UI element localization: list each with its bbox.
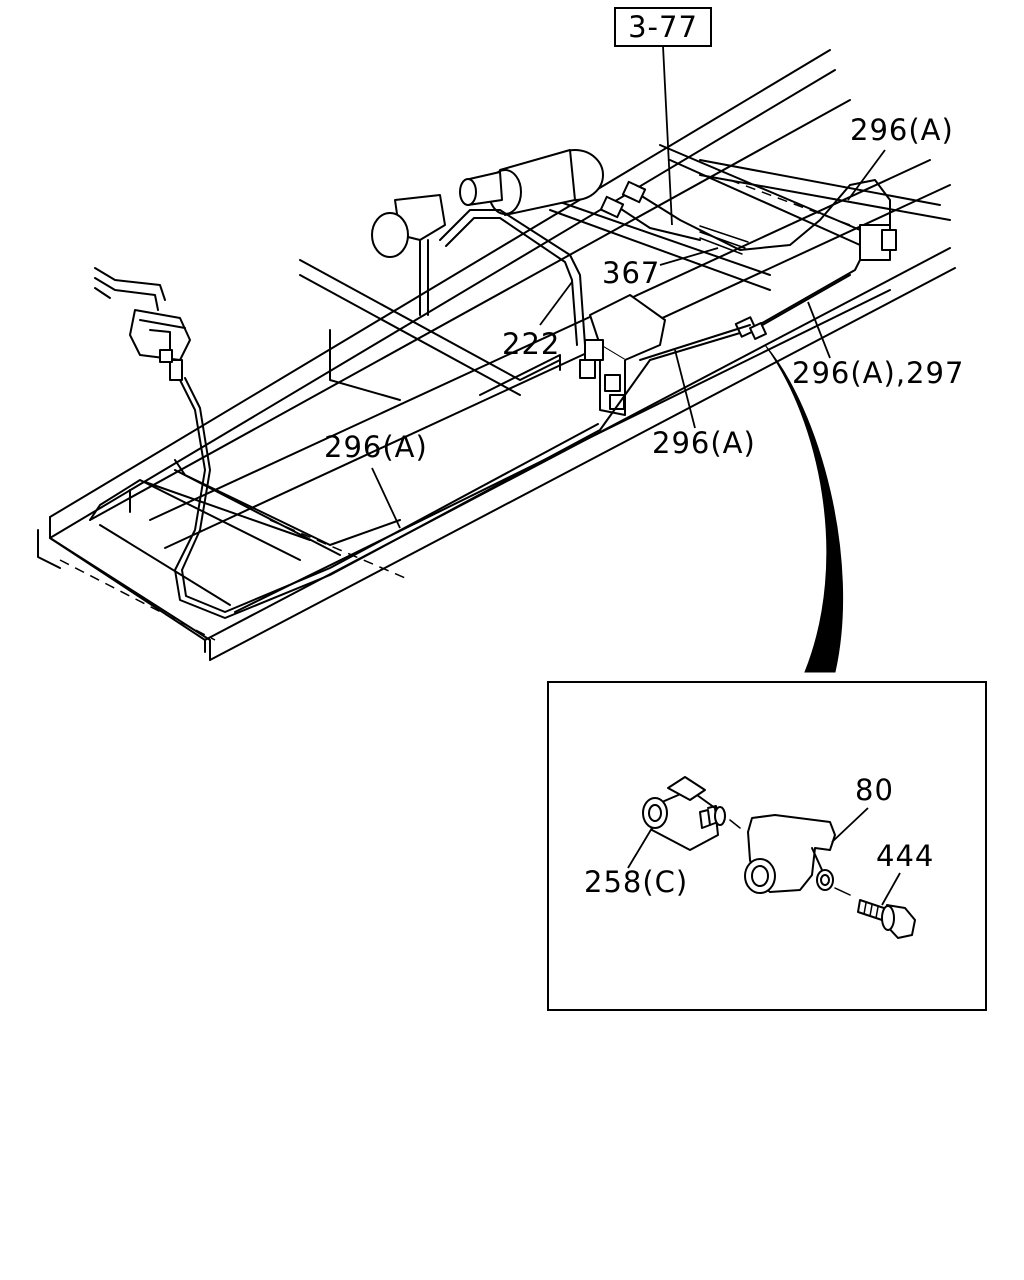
callout-258c: 258(C) [584, 865, 688, 899]
air-tank-assembly [371, 149, 604, 316]
leader-296a-top [847, 149, 886, 201]
bolt-444 [857, 899, 916, 939]
reference-box-label: 3-77 [628, 10, 698, 44]
reference-leader [662, 45, 673, 226]
leader-80 [831, 807, 869, 843]
pipe-296a-main [174, 259, 861, 619]
hose-367 [599, 179, 897, 261]
callout-296a-297: 296(A),297 [792, 356, 964, 390]
leader-296a-297 [807, 301, 831, 359]
valve-bracket [579, 294, 666, 416]
detail-inset: 80 444 258(C) [547, 681, 987, 1011]
callout-222: 222 [502, 327, 560, 361]
leader-258c [627, 827, 653, 869]
pipe-222 [439, 209, 586, 346]
leader-444 [881, 872, 901, 906]
callout-444: 444 [876, 839, 934, 873]
reference-box [614, 7, 712, 47]
callout-80: 80 [855, 773, 894, 807]
callout-367: 367 [602, 256, 660, 290]
callout-296a-mid: 296(A) [652, 426, 756, 460]
leader-222 [539, 281, 573, 326]
zoom-pointer-arrow [764, 344, 844, 673]
callout-296a-left: 296(A) [324, 430, 428, 464]
leader-367 [659, 247, 719, 266]
left-valve [94, 267, 191, 381]
leader-296a-mid [674, 349, 696, 429]
tee-fitting-80 [744, 814, 851, 896]
leader-296a-left [371, 467, 401, 529]
elbow-fitting-258c [642, 776, 741, 851]
callout-296a-top: 296(A) [850, 113, 954, 147]
